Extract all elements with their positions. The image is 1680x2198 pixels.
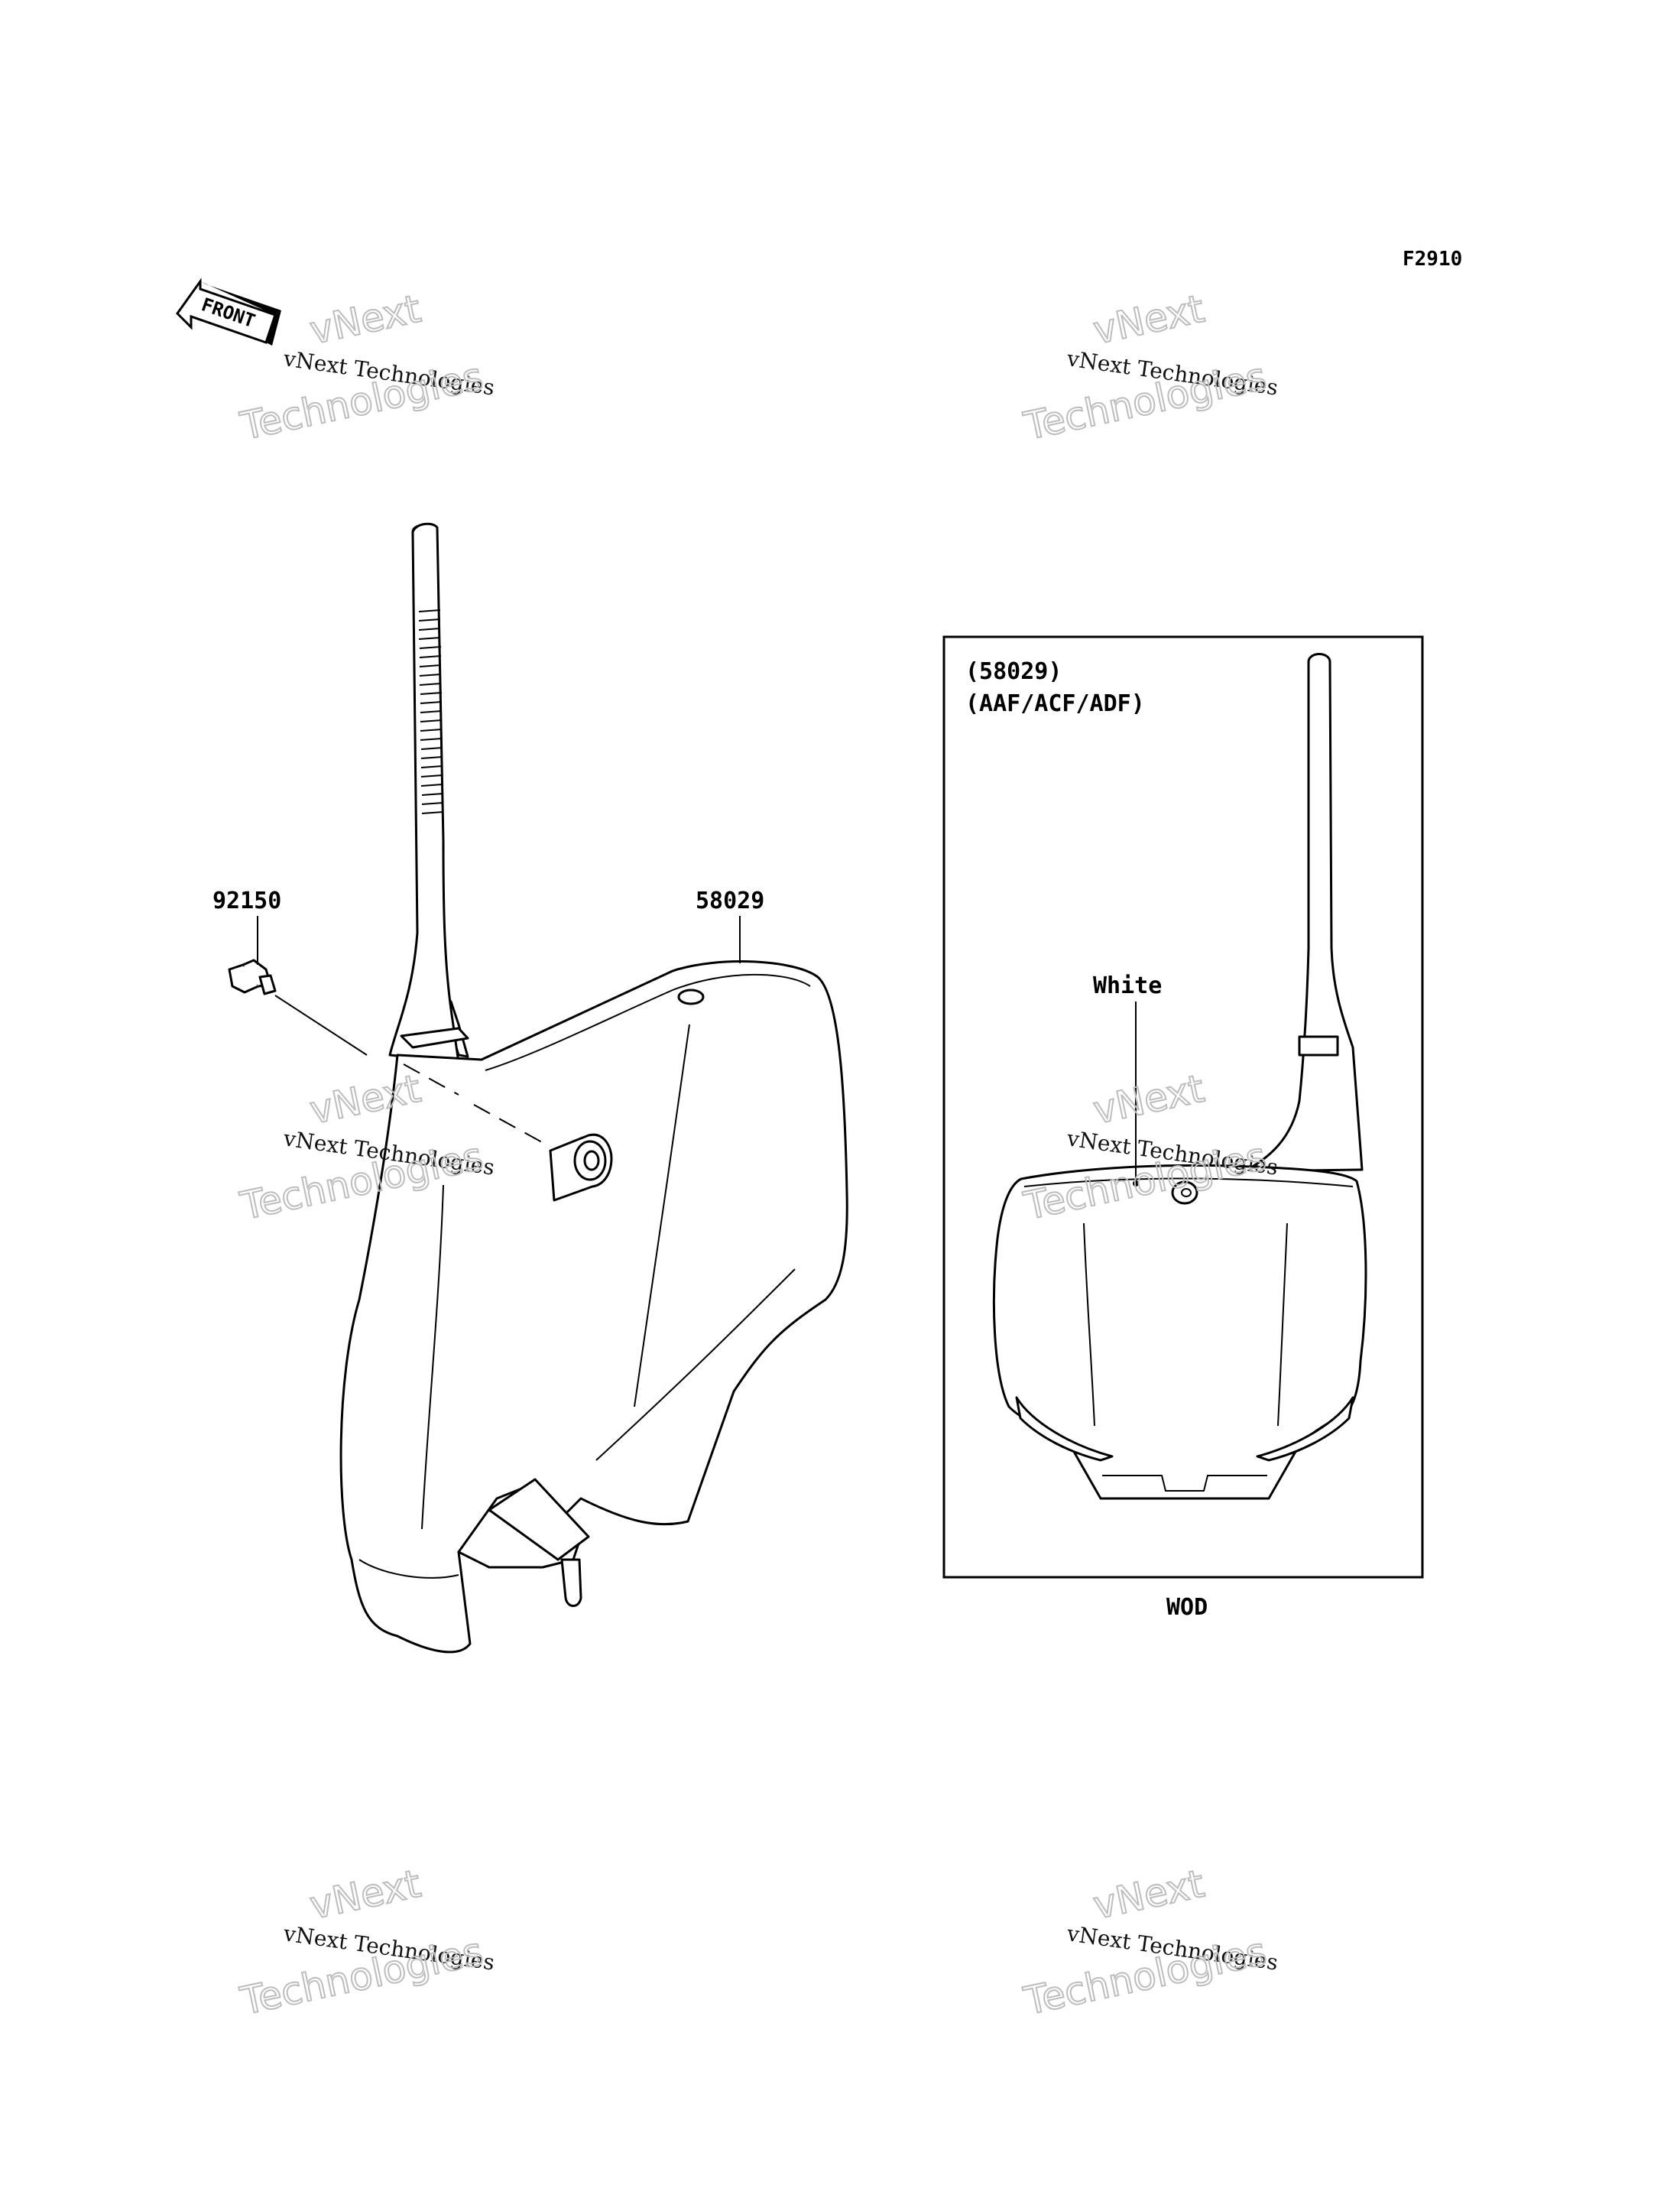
svg-text:vNext: vNext xyxy=(306,1862,424,1928)
number-plate-illustration xyxy=(339,522,848,1654)
inset-caption: WOD xyxy=(1166,1594,1208,1621)
watermark-top-right: vNext vNext Technologies Technologies xyxy=(1019,286,1279,450)
svg-text:vNext: vNext xyxy=(1089,287,1208,353)
svg-text:vNext: vNext xyxy=(306,287,424,353)
figure-number: F2910 xyxy=(1403,248,1462,271)
white-number-plate-illustration xyxy=(992,653,1367,1500)
watermark-bottom-right: vNext vNext Technologies Technologies xyxy=(1019,1861,1279,2024)
watermark-bottom-left: vNext vNext Technologies Technologies xyxy=(235,1861,496,2024)
front-arrow-icon: FRONT xyxy=(176,278,281,346)
inset-color-label: White xyxy=(1093,972,1162,999)
svg-text:vNext: vNext xyxy=(1089,1862,1208,1928)
inset-part-number: (58029) xyxy=(965,658,1062,685)
inset-model-codes: (AAF/ACF/ADF) xyxy=(965,690,1145,717)
callout-92150: 92150 xyxy=(212,888,281,914)
bolt-icon xyxy=(228,959,277,995)
callout-58029: 58029 xyxy=(696,888,764,914)
